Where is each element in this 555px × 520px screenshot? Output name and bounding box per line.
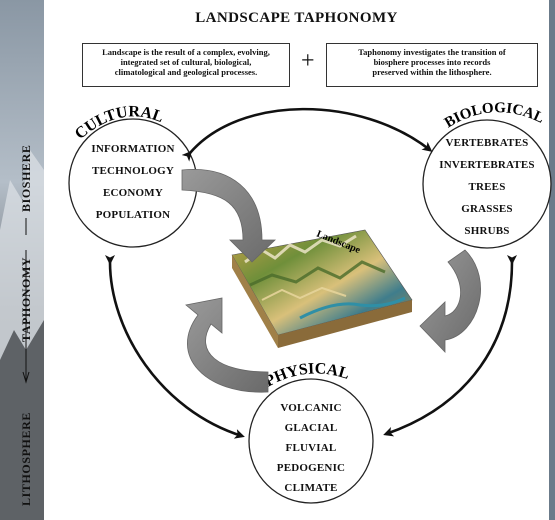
cultural-biological-arrow xyxy=(181,107,433,162)
cultural-item: ECONOMY xyxy=(102,187,164,199)
cultural-to-landscape-arrow xyxy=(181,168,276,263)
axis-label-biosphere: BIOSHERE xyxy=(19,144,33,213)
physical-item: CLIMATE xyxy=(284,482,338,494)
biological-item: VERTEBRATES xyxy=(445,137,529,149)
taphonomy-definition-line: biosphere processes into records xyxy=(373,57,491,67)
biological-physical-arrow xyxy=(383,254,518,437)
axis-label-lithosphere: LITHOSPHERE xyxy=(19,412,33,506)
plus-operator: + xyxy=(301,48,315,74)
cultural-item: INFORMATION xyxy=(91,143,175,155)
biological-item: TREES xyxy=(468,181,506,193)
landscape-block xyxy=(231,229,413,348)
cultural-list: INFORMATION TECHNOLOGY ECONOMY POPULATIO… xyxy=(73,138,193,226)
biological-item: GRASSES xyxy=(461,203,513,215)
biological-item: SHRUBS xyxy=(464,225,510,237)
physical-item: PEDOGENIC xyxy=(276,462,346,474)
biological-circle xyxy=(422,119,552,249)
taphonomy-definition-box: Taphonomy investigates the transition of… xyxy=(326,43,538,87)
physical-to-landscape-arrow xyxy=(185,297,269,393)
physical-circle xyxy=(248,378,374,504)
biological-item: INVERTEBRATES xyxy=(439,159,535,171)
physical-item: VOLCANIC xyxy=(280,402,342,414)
landscape-definition-box: Landscape is the result of a complex, ev… xyxy=(82,43,290,87)
taphonomy-definition-line: preserved within the lithosphere. xyxy=(372,67,492,77)
axis-label-taphonomy: TAPHONOMY xyxy=(19,256,33,342)
landscape-definition-line: climatological and geological processes. xyxy=(114,67,258,77)
physical-item: GLACIAL xyxy=(284,422,338,434)
physical-list: VOLCANIC GLACIAL FLUVIAL PEDOGENIC CLIMA… xyxy=(256,398,366,498)
taphonomy-definition-line: Taphonomy investigates the transition of xyxy=(358,47,506,57)
physical-item: FLUVIAL xyxy=(285,442,337,454)
page-title: LANDSCAPE TAPHONOMY xyxy=(195,10,398,26)
cultural-physical-arrow xyxy=(104,254,245,439)
biological-to-landscape-arrow xyxy=(419,249,481,353)
landscape-definition-line: integrated set of cultural, biological, xyxy=(120,57,252,67)
landscape-definition-line: Landscape is the result of a complex, ev… xyxy=(102,47,270,57)
cultural-item: POPULATION xyxy=(95,209,171,221)
cultural-item: TECHNOLOGY xyxy=(91,165,175,177)
biological-list: VERTEBRATES INVERTEBRATES TREES GRASSES … xyxy=(424,132,550,242)
